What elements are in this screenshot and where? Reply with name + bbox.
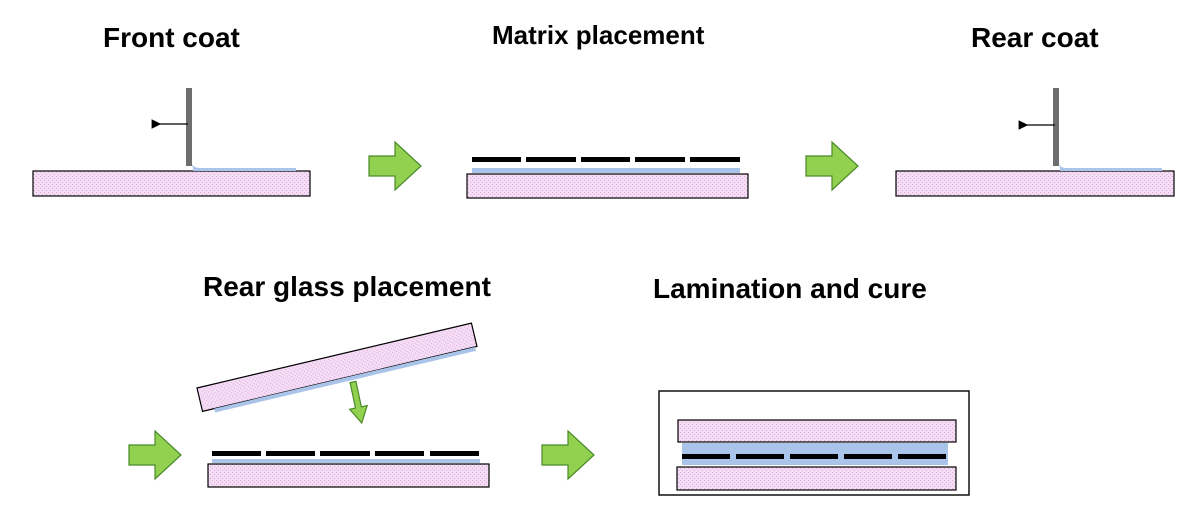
rear-glass-placement-illustration bbox=[196, 322, 490, 488]
matrix-placement-illustration bbox=[466, 157, 749, 199]
front-coating bbox=[193, 168, 296, 171]
rear-coating-meniscus bbox=[1057, 160, 1066, 168]
laminate-matrix-cells bbox=[682, 454, 946, 459]
matrix-glass bbox=[466, 173, 749, 199]
coater-blade bbox=[186, 88, 192, 166]
matrix-coating bbox=[472, 168, 740, 173]
laminate-top-glass bbox=[677, 419, 957, 443]
title-front-coat: Front coat bbox=[103, 22, 240, 53]
rear-coating bbox=[1060, 168, 1162, 171]
tilted-rear-glass bbox=[196, 322, 478, 413]
placement-down-arrow bbox=[348, 380, 369, 425]
title-lamination-and-cure: Lamination and cure bbox=[653, 273, 927, 304]
flow-arrow-3 bbox=[128, 429, 182, 481]
placement-front-glass bbox=[207, 463, 490, 488]
placement-matrix-cells bbox=[212, 451, 479, 456]
flow-arrow-1 bbox=[368, 140, 422, 192]
front-glass bbox=[32, 170, 311, 197]
tilted-rear-coating bbox=[214, 346, 476, 413]
matrix-cells bbox=[472, 157, 740, 162]
flow-arrow-4 bbox=[541, 429, 595, 481]
title-rear-glass-placement: Rear glass placement bbox=[203, 271, 491, 302]
title-rear-coat: Rear coat bbox=[971, 22, 1099, 53]
title-matrix-placement: Matrix placement bbox=[492, 20, 705, 50]
laminate-bottom-glass bbox=[676, 466, 957, 491]
rear-coat-illustration bbox=[895, 88, 1175, 197]
rear-coat-glass bbox=[895, 170, 1175, 197]
coating-meniscus bbox=[190, 160, 200, 168]
rear-coater-blade bbox=[1053, 88, 1059, 166]
placement-coating bbox=[212, 459, 480, 463]
front-coat-illustration bbox=[32, 88, 311, 197]
flow-arrow-2 bbox=[805, 140, 859, 192]
lamination-illustration bbox=[658, 390, 970, 496]
